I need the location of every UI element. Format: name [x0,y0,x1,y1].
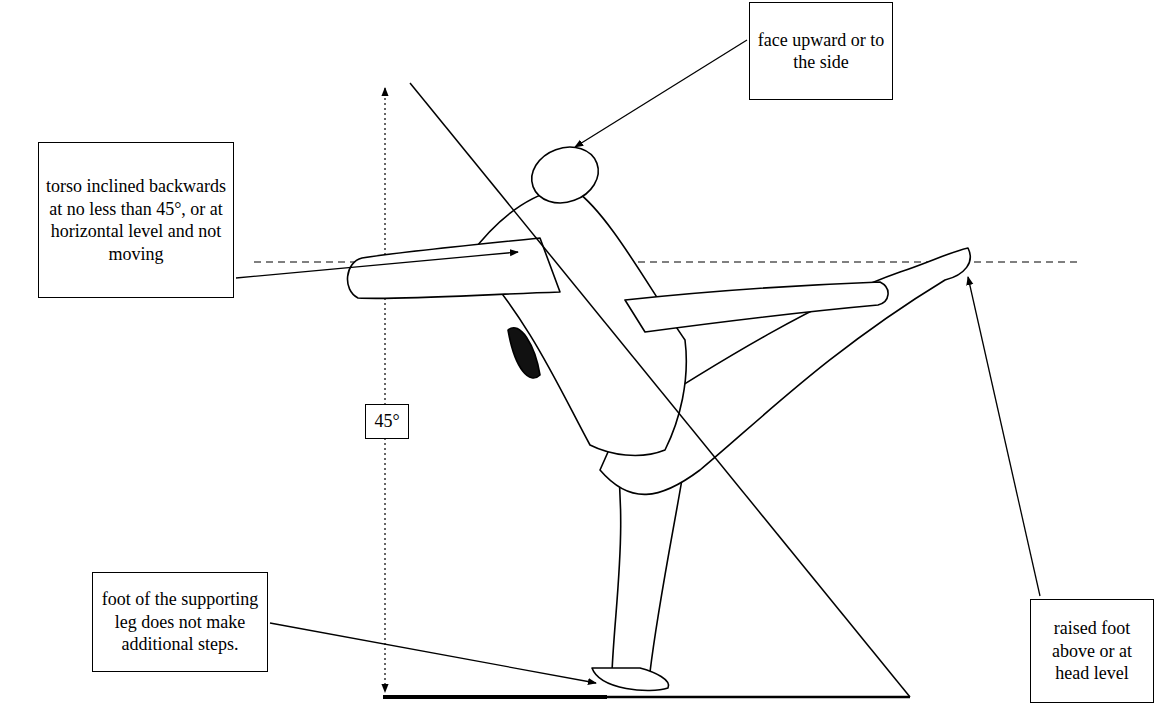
figure [347,138,970,691]
supporting-foot [592,668,669,691]
ground-line [607,696,910,699]
callout-box: torso inclined backwards at no less than… [38,142,234,298]
angle-label-box: 45° [365,404,409,439]
callout-box: face upward or to the side [749,2,893,100]
left-arm [347,238,560,298]
right-arm [625,282,888,332]
ground-line [383,695,607,699]
callout-box: foot of the supporting leg does not make… [92,572,268,672]
callout-box: raised foot above or at head level [1030,599,1154,703]
callout-text: 45° [374,410,399,433]
angle-line [410,83,910,697]
callout-text: raised foot above or at head level [1037,617,1147,685]
head [524,138,606,212]
leader-line [270,623,596,683]
leader-line [236,252,518,278]
callout-text: face upward or to the side [756,29,886,74]
belt-sash [508,328,540,378]
vertical-reference [384,88,385,692]
leader-line [968,277,1040,596]
leader-line [575,40,747,147]
callout-text: foot of the supporting leg does not make… [99,588,261,656]
callout-text: torso inclined backwards at no less than… [45,175,227,265]
